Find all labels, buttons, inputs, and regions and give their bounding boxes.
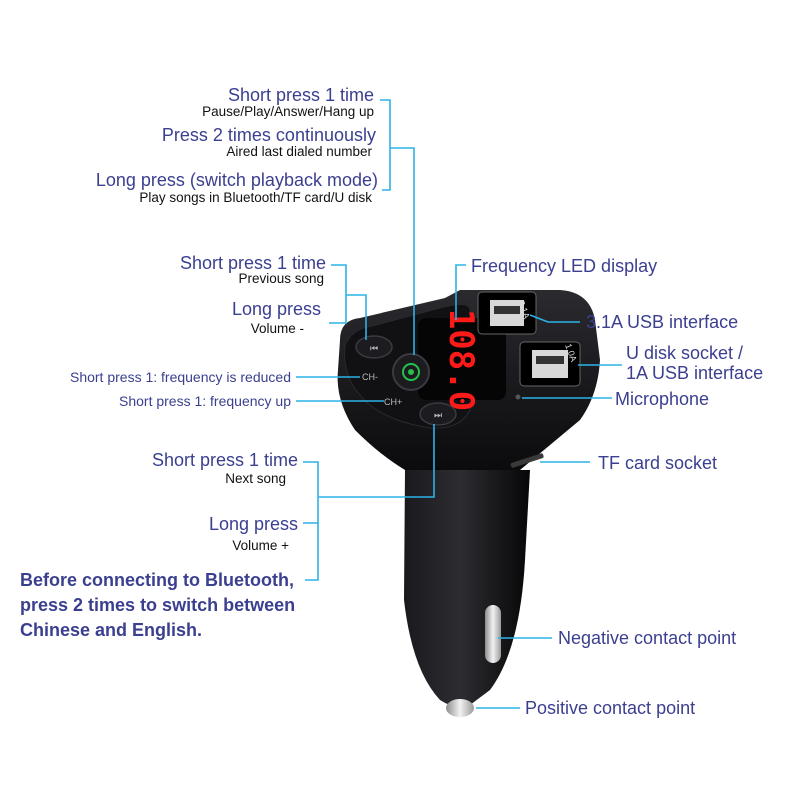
top-long-press-label: Long press (switch playback mode)	[95, 170, 378, 190]
language-switch-note: Before connecting to Bluetooth, press 2 …	[20, 570, 296, 640]
usb-port-icon	[477, 291, 537, 335]
negative-contact-spring	[485, 605, 501, 663]
tf-card-label: TF card socket	[598, 453, 718, 473]
top-short-press-desc: Pause/Play/Answer/Hang up	[202, 104, 374, 119]
positive-contact-tip	[446, 699, 474, 717]
tf-card-slot	[510, 453, 544, 468]
top-short-press-label: Short press 1 time	[227, 85, 374, 105]
led-display-digits: 108.0	[441, 309, 481, 411]
next-button	[419, 402, 457, 426]
udisk-label-line2: 1A USB interface	[626, 363, 764, 383]
previous-track-icon: ⏮	[370, 343, 378, 353]
microphone-hole	[515, 394, 521, 400]
microphone-label: Microphone	[615, 389, 710, 409]
next-long-press-label: Long press	[208, 514, 298, 534]
charger-shaft	[404, 470, 530, 707]
next-track-icon: ⏭	[434, 410, 442, 420]
next-short-press-label: Short press 1 time	[151, 450, 298, 470]
prev-button	[355, 335, 393, 359]
leader-lines	[296, 99, 622, 709]
next-short-press-desc: Next song	[225, 471, 286, 486]
top-double-press-desc: Aired last dialed number	[226, 144, 372, 159]
ch-plus-label: CH+	[384, 397, 402, 407]
prev-long-press-desc: Volume -	[250, 321, 304, 336]
udisk-label-line1: U disk socket /	[626, 343, 744, 363]
ch-plus-desc: Short press 1: frequency up	[119, 393, 291, 409]
prev-short-press-desc: Previous song	[238, 271, 324, 286]
next-long-press-desc: Volume +	[232, 538, 289, 553]
negative-contact-label: Negative contact point	[558, 628, 737, 648]
led-display-panel	[418, 318, 506, 400]
top-long-press-desc: Play songs in Bluetooth/TF card/U disk	[139, 190, 372, 205]
usb-port-icon-2	[519, 341, 581, 387]
usb31-label: 3.1A USB interface	[586, 312, 739, 332]
top-double-press-label: Press 2 times continuously	[161, 125, 376, 145]
positive-contact-label: Positive contact point	[525, 698, 696, 718]
ch-minus-desc: Short press 1: frequency is reduced	[69, 369, 291, 385]
prev-short-press-label: Short press 1 time	[179, 253, 326, 273]
prev-long-press-label: Long press	[231, 299, 321, 319]
ch-minus-label: CH-	[362, 372, 378, 382]
phone-icon	[402, 363, 420, 381]
led-display-label: Frequency LED display	[471, 256, 658, 276]
